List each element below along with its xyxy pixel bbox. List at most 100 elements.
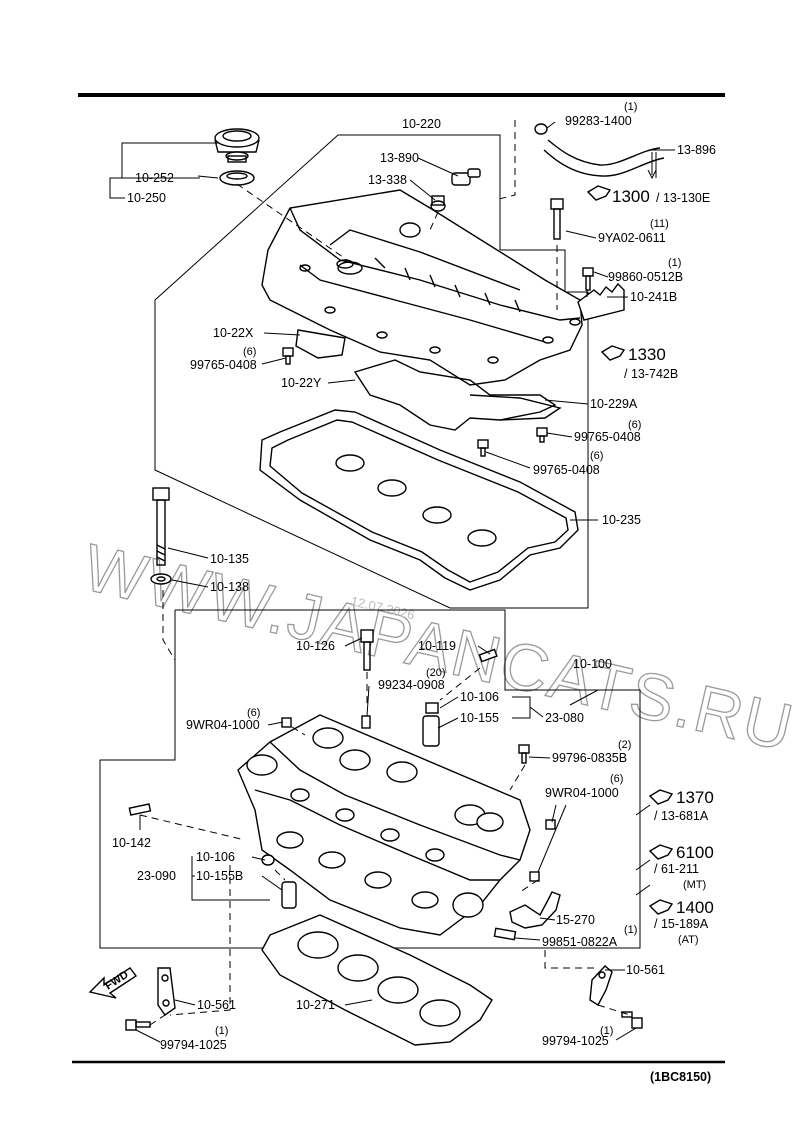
leader-lines [109,121,675,1043]
ref-arrow-icons [586,152,674,915]
label-10-241b: 10-241B [630,290,677,304]
label-99794-right-qty: (1) [600,1025,613,1037]
label-10-250: 10-250 [127,191,166,205]
label-99851-qty: (1) [624,924,637,936]
label-10-142: 10-142 [112,836,151,850]
head-gasket [261,914,493,1046]
engine-hanger-right [589,965,613,1006]
stud-10-142 [128,803,152,816]
cap-99234 [361,715,371,729]
nut-9wr04-c [529,871,540,882]
label-99283-qty: (1) [624,101,637,113]
label-10-235: 10-235 [602,513,641,527]
label-10-252: 10-252 [135,171,174,185]
bolt-99796 [518,744,530,764]
label-10-155b: 10-155B [196,869,243,883]
cover-bolt-b [536,427,548,443]
label-10-138: 10-138 [210,580,249,594]
cover-bracket-x [282,329,346,365]
ventilation-hose [534,123,665,177]
label-23-090: 23-090 [137,869,176,883]
label-99851-0822a: 99851-0822A [542,935,618,949]
label-13-742b: / 13-742B [624,367,678,381]
water-outlet-fitting [509,891,561,929]
pcv-valve [430,168,481,212]
label-99794-left-qty: (1) [215,1025,228,1037]
label-13-338: 13-338 [368,173,407,187]
label-1300: 1300 [612,187,650,206]
label-99765b: 99765-0408 [574,430,641,444]
head-cover-gasket [259,409,579,591]
label-99796-0835b: 99796-0835B [552,751,627,765]
label-10-561-right: 10-561 [626,963,665,977]
label-9ya02-qty: (11) [650,218,669,230]
label-10-106-a: 10-106 [460,690,499,704]
label-99860-qty: (1) [668,257,681,269]
label-9wr04a: 9WR04-1000 [186,718,260,732]
label-13-890: 13-890 [380,151,419,165]
cylinder-head [237,714,531,936]
label-13-681a: / 13-681A [654,809,709,823]
head-bolt-washer [150,573,172,585]
nut-9wr04-a [281,717,292,728]
label-99765b-qty: (6) [628,419,641,431]
label-99796-qty: (2) [618,739,631,751]
hanger-bolt-right [621,1011,643,1029]
label-10-561-left: 10-561 [197,998,236,1012]
valve-set-b [261,854,297,909]
head-bolt [152,487,170,566]
label-15-189a: / 15-189A [654,917,709,931]
label-9wr04b-qty: (6) [610,773,623,785]
cover-bolt [550,198,564,240]
label-1400: 1400 [676,898,714,917]
spark-plug-seal [469,394,562,421]
nut-9wr04-b [545,819,556,830]
label-10-22x: 10-22X [213,326,254,340]
label-1330: 1330 [628,345,666,364]
valve-set-a [422,702,440,747]
label-99765c-qty: (6) [590,450,603,462]
label-99234-0908: 99234-0908 [378,678,445,692]
label-9wr04b: 9WR04-1000 [545,786,619,800]
label-99765c: 99765-0408 [533,463,600,477]
label-at: (AT) [678,934,699,946]
label-mt: (MT) [683,879,706,891]
label-10-119: 10-119 [418,639,456,653]
label-99234-qty: (20) [426,667,446,679]
label-99765a-qty: (6) [243,346,256,358]
bracket-bolt [577,267,625,321]
label-99860-0512b: 99860-0512B [608,270,683,284]
assembly-dashed-lines [139,120,631,1026]
valve-cover [261,189,583,386]
plug-99851 [493,927,517,941]
baffle-plate [353,359,557,431]
label-15-270: 15-270 [556,913,595,927]
hanger-bolt-left [125,1019,151,1031]
cover-group-outline [154,134,589,609]
label-10-22y: 10-22Y [281,376,322,390]
label-9ya02-0611: 9YA02-0611 [598,231,666,245]
label-10-229a: 10-229A [590,397,638,411]
label-61-211: / 61-211 [654,862,699,876]
label-10-100: 10-100 [573,657,612,671]
label-9wr04a-qty: (6) [247,707,260,719]
forward-arrow-icon [88,967,138,999]
label-13-130e: / 13-130E [656,191,710,205]
label-6100: 6100 [676,843,714,862]
label-1370: 1370 [676,788,714,807]
head-group-outline [99,609,641,949]
engine-hanger-left [157,967,176,1016]
label-10-126: 10-126 [296,639,335,653]
label-10-220: 10-220 [402,117,441,131]
cover-bolt-c [477,439,489,457]
oil-cap-seal [219,170,255,186]
stud-10-126 [360,629,374,671]
oil-filler-cap [214,128,260,163]
label-10-155-a: 10-155 [460,711,499,725]
label-99794-right: 99794-1025 [542,1034,609,1048]
label-23-080: 23-080 [545,711,584,725]
label-10-106-b: 10-106 [196,850,235,864]
label-99794-left: 99794-1025 [160,1038,227,1052]
label-99283-1400: 99283-1400 [565,114,632,128]
